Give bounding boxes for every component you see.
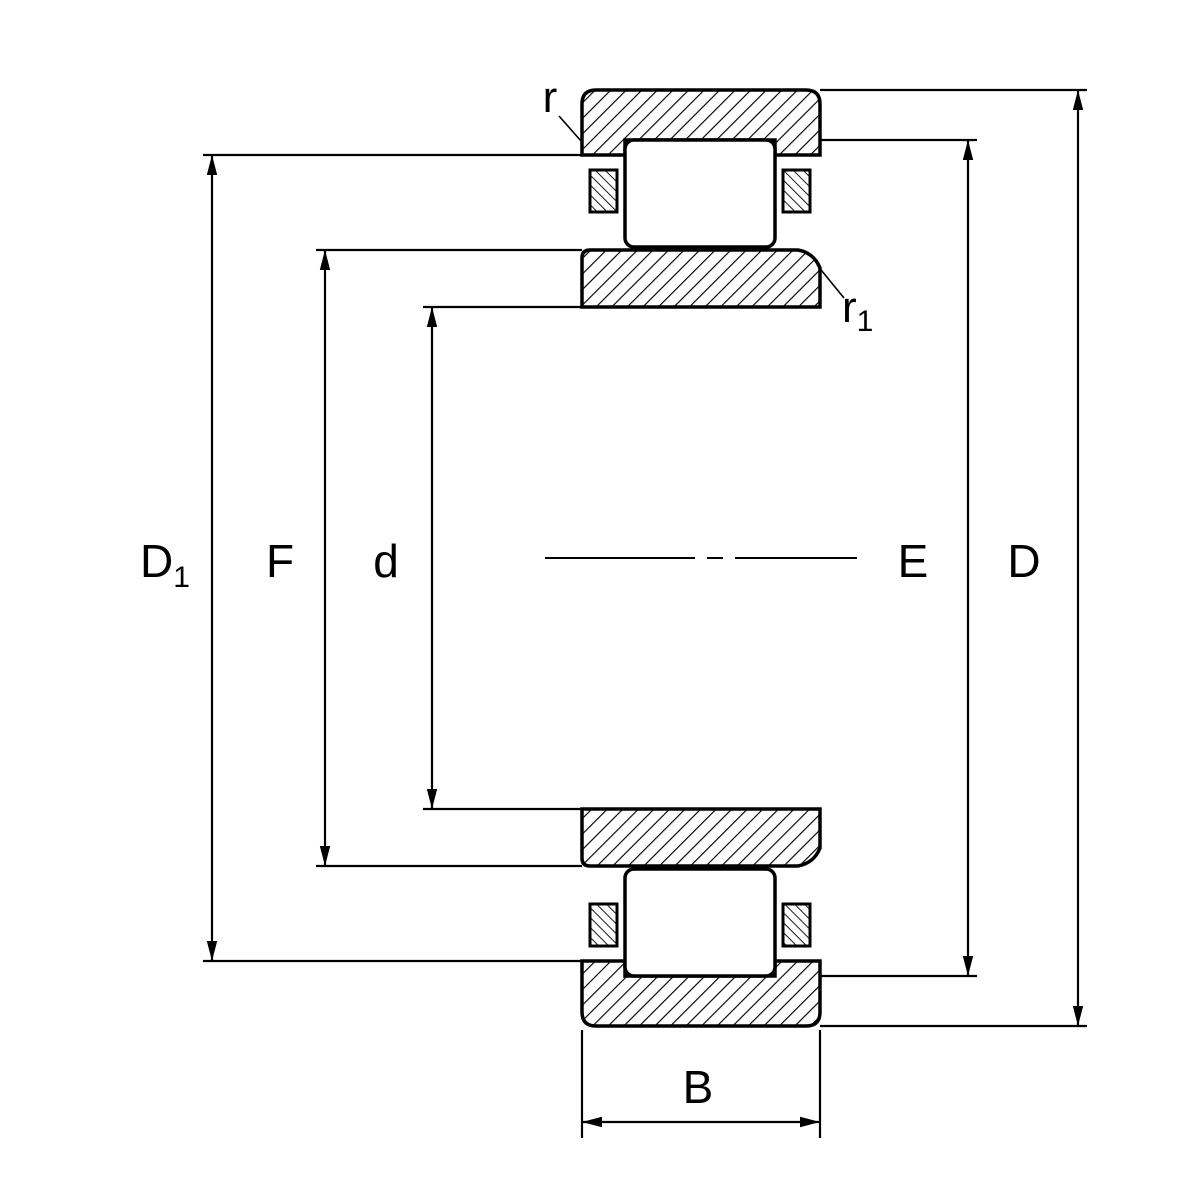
dimension-labels: D1 F d E D B r r1 <box>140 73 1041 1113</box>
label-d: d <box>373 535 399 587</box>
roller-top <box>623 138 777 249</box>
label-r1: r1 <box>842 283 873 338</box>
cage-section-bottom-right <box>781 902 812 948</box>
label-r: r <box>543 73 558 122</box>
label-B: B <box>683 1061 714 1113</box>
extension-lines <box>203 88 1087 1138</box>
cage-section-top-left <box>588 168 619 214</box>
cage-section-bottom-left <box>588 902 619 948</box>
label-r1-base: r <box>842 283 857 332</box>
label-r1-sub: 1 <box>857 305 874 338</box>
label-E: E <box>898 535 929 587</box>
label-D1-base: D <box>140 535 173 587</box>
roller-bottom <box>623 867 777 978</box>
label-D: D <box>1007 535 1040 587</box>
label-D1-sub: 1 <box>173 561 190 594</box>
leader-lines <box>558 115 845 299</box>
leader-r1 <box>816 264 845 299</box>
inner-ring-bottom-section <box>580 807 822 868</box>
inner-ring-top-section <box>580 248 822 309</box>
bearing-cross-section <box>580 88 822 1028</box>
label-F: F <box>266 535 294 587</box>
dimension-lines <box>206 90 1084 1128</box>
leader-r <box>558 115 582 142</box>
cage-section-top-right <box>781 168 812 214</box>
label-D1: D1 <box>140 535 190 594</box>
